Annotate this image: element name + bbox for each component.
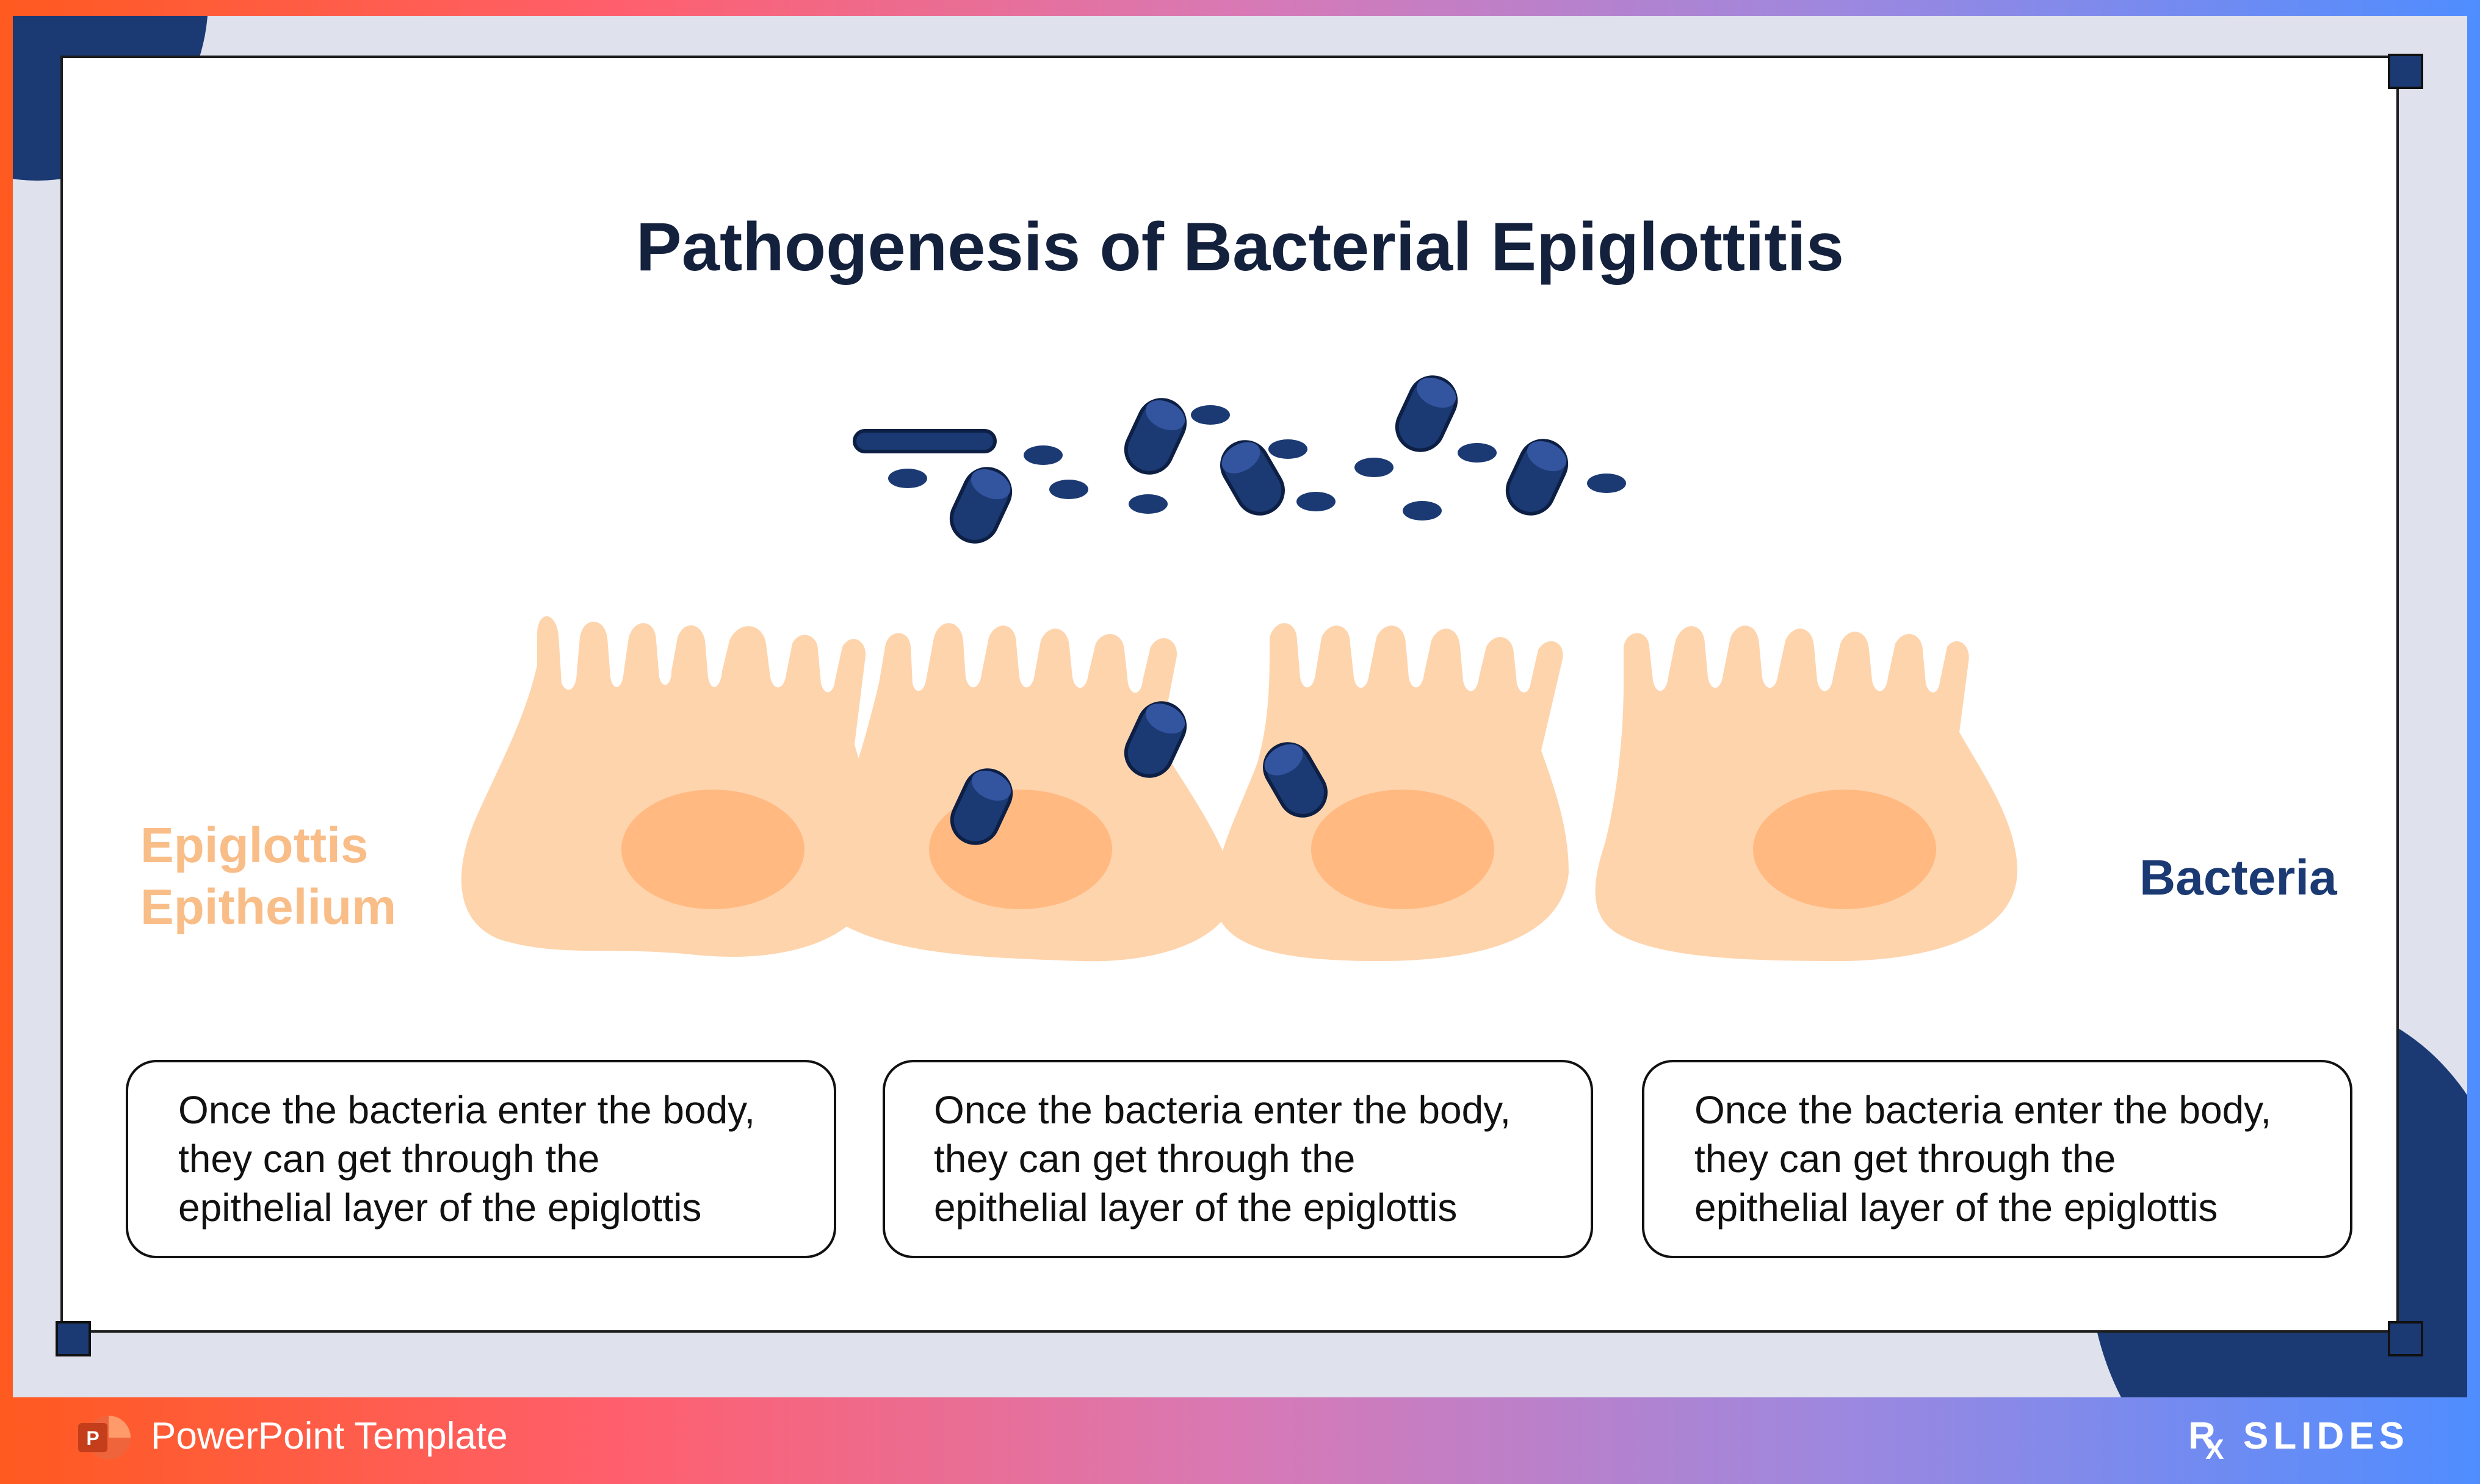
nucleus-1 <box>621 790 804 909</box>
corner-square-bottom-right <box>2388 1321 2423 1356</box>
epithelial-cell-4 <box>1595 625 2018 961</box>
text-box-2-line1: Once the bacteria enter the body, <box>934 1088 1511 1132</box>
text-box-3: Once the bacteria enter the body, they c… <box>1642 1060 2352 1258</box>
bacteria-cluster <box>853 370 1626 550</box>
text-box-1-line3: epithelial layer of the epiglottis <box>178 1186 702 1230</box>
powerpoint-icon: P <box>78 1416 131 1460</box>
nucleus-3 <box>1311 790 1494 909</box>
text-box-2-line2: they can get through the <box>934 1137 1356 1181</box>
epithelium-label-line2: Epithelium <box>140 879 397 935</box>
bacteria-label: Bacteria <box>2139 850 2337 906</box>
logo-r: R <box>2188 1415 2216 1457</box>
epithelium-label: Epiglottis Epithelium <box>140 815 507 938</box>
corner-square-bottom-left <box>56 1321 91 1356</box>
text-box-1: Once the bacteria enter the body, they c… <box>126 1060 836 1258</box>
text-box-1-line1: Once the bacteria enter the body, <box>178 1088 756 1132</box>
epithelium-label-line1: Epiglottis <box>140 818 369 873</box>
long-bacillus <box>853 429 997 453</box>
logo-slides: SLIDES <box>2243 1415 2409 1457</box>
text-box-3-line1: Once the bacteria enter the body, <box>1694 1088 2272 1132</box>
corner-square-top-right <box>2388 54 2423 89</box>
slide-title: Pathogenesis of Bacterial Epiglottitis <box>635 209 1845 285</box>
epithelial-cell-1 <box>461 616 879 957</box>
text-box-1-line2: they can get through the <box>178 1137 600 1181</box>
svg-text:P: P <box>86 1427 99 1449</box>
nucleus-4 <box>1753 790 1936 909</box>
text-box-3-line3: epithelial layer of the epiglottis <box>1694 1186 2218 1230</box>
text-box-2-line3: epithelial layer of the epiglottis <box>934 1186 1458 1230</box>
text-box-3-line2: they can get through the <box>1694 1137 2116 1181</box>
footer-template-label: PowerPoint Template <box>151 1415 508 1457</box>
rx-slides-logo: R X SLIDES <box>2188 1414 2409 1465</box>
text-box-2: Once the bacteria enter the body, they c… <box>883 1060 1593 1258</box>
logo-x: X <box>2205 1433 2224 1465</box>
epithelial-cells <box>461 616 2018 962</box>
